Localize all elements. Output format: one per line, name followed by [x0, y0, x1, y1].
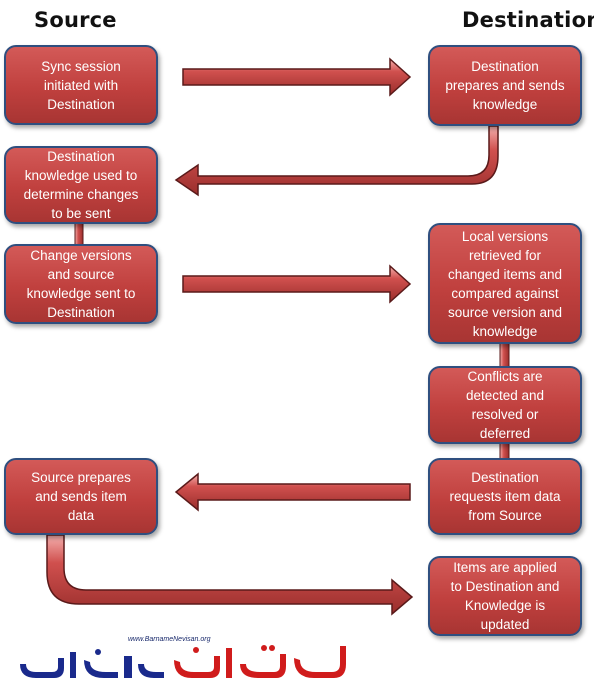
- step-conflicts-detected: Conflicts are detected and resolved or d…: [428, 366, 582, 444]
- destination-column-title: Destination: [462, 8, 594, 32]
- arrow-request-to-source: [174, 472, 411, 512]
- step-destination-prepares-knowledge: Destination prepares and sends knowledge: [428, 45, 582, 126]
- step-items-applied: Items are applied to Destination and Kno…: [428, 556, 582, 636]
- connector-conflicts-to-request: [499, 442, 510, 460]
- step-sync-initiated: Sync session initiated with Destination: [4, 45, 158, 125]
- arrow-source-to-applied: [46, 534, 414, 616]
- arrow-dest-to-knowledge: [174, 125, 499, 197]
- step-destination-knowledge-used: Destination knowledge used to determine …: [4, 146, 158, 224]
- source-column-title: Source: [34, 8, 117, 32]
- arrow-change-to-local: [182, 264, 412, 304]
- connector-local-to-conflicts: [499, 342, 510, 368]
- step-change-versions-sent: Change versions and source knowledge sen…: [4, 244, 158, 324]
- step-source-prepares-item-data: Source prepares and sends item data: [4, 458, 158, 535]
- connector-knowledge-to-change: [74, 222, 84, 246]
- barnamenevisan-logo: [20, 645, 346, 678]
- arrow-sync-to-dest: [182, 57, 412, 97]
- watermark-url: www.BarnameNevisan.org: [128, 636, 211, 643]
- step-local-versions-compared: Local versions retrieved for changed ite…: [428, 223, 582, 344]
- step-destination-requests-item-data: Destination requests item data from Sour…: [428, 458, 582, 535]
